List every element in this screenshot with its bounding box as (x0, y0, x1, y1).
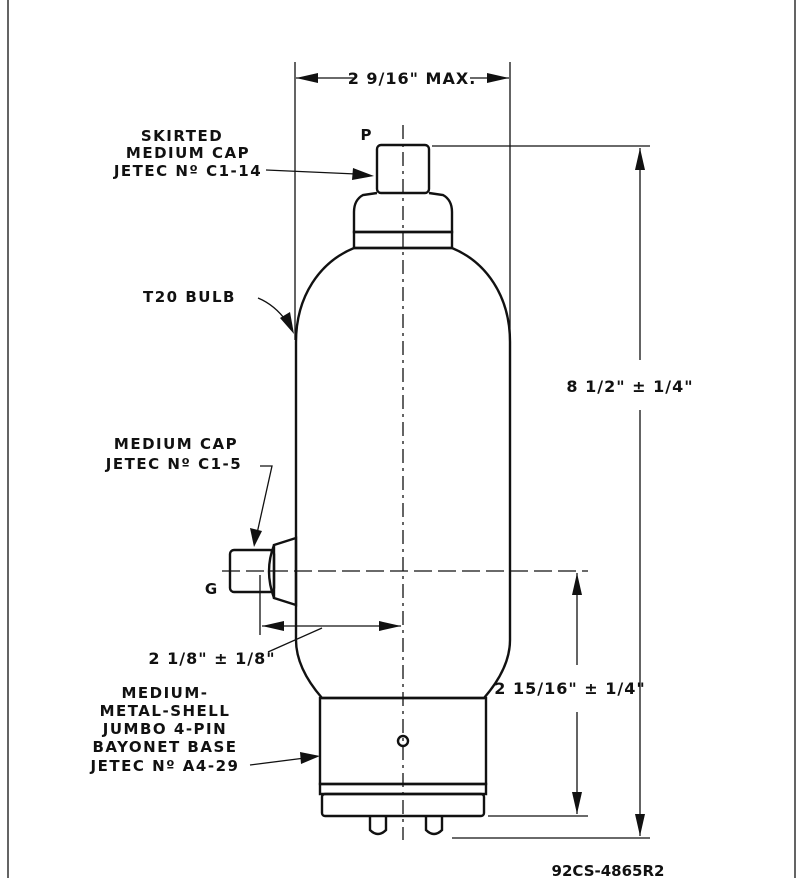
bulb-label: T20 BULB (143, 288, 236, 306)
cap-top-label-line-2: MEDIUM CAP (126, 144, 250, 162)
base-label-line-2: METAL-SHELL (100, 702, 231, 720)
max-diameter-dimension (296, 73, 509, 83)
base-label-line-1: MEDIUM- (121, 684, 208, 702)
grid-cap-offset-text: 2 1/8" ± 1/8" (148, 649, 275, 668)
leader-lines (249, 168, 374, 766)
cap-top-label-line-3: JETEC Nº C1-14 (113, 162, 262, 180)
cap-side-label-line-2: JETEC Nº C1-5 (105, 455, 242, 473)
drawing-number: 92CS-4865R2 (552, 862, 665, 878)
overall-height-text: 8 1/2" ± 1/4" (566, 377, 693, 396)
pin-g-label: G (205, 580, 217, 598)
grid-cap-offset-dimension (262, 621, 401, 653)
cap-top-label-line-1: SKIRTED (141, 127, 223, 145)
base-shell (318, 696, 488, 836)
pin-p-label: P (361, 126, 372, 144)
grid-cap-height-dimension (572, 573, 582, 814)
base-label-line-3: JUMBO 4-PIN (102, 720, 227, 738)
base-label-line-4: BAYONET BASE (92, 738, 237, 756)
grid-cap-height-text: 2 15/16" ± 1/4" (494, 679, 645, 698)
cap-side-label-line-1: MEDIUM CAP (114, 435, 238, 453)
max-diameter-text: 2 9/16" MAX. (348, 69, 477, 88)
overall-height-dimension (635, 148, 645, 836)
base-label-line-5: JETEC Nº A4-29 (90, 757, 240, 775)
